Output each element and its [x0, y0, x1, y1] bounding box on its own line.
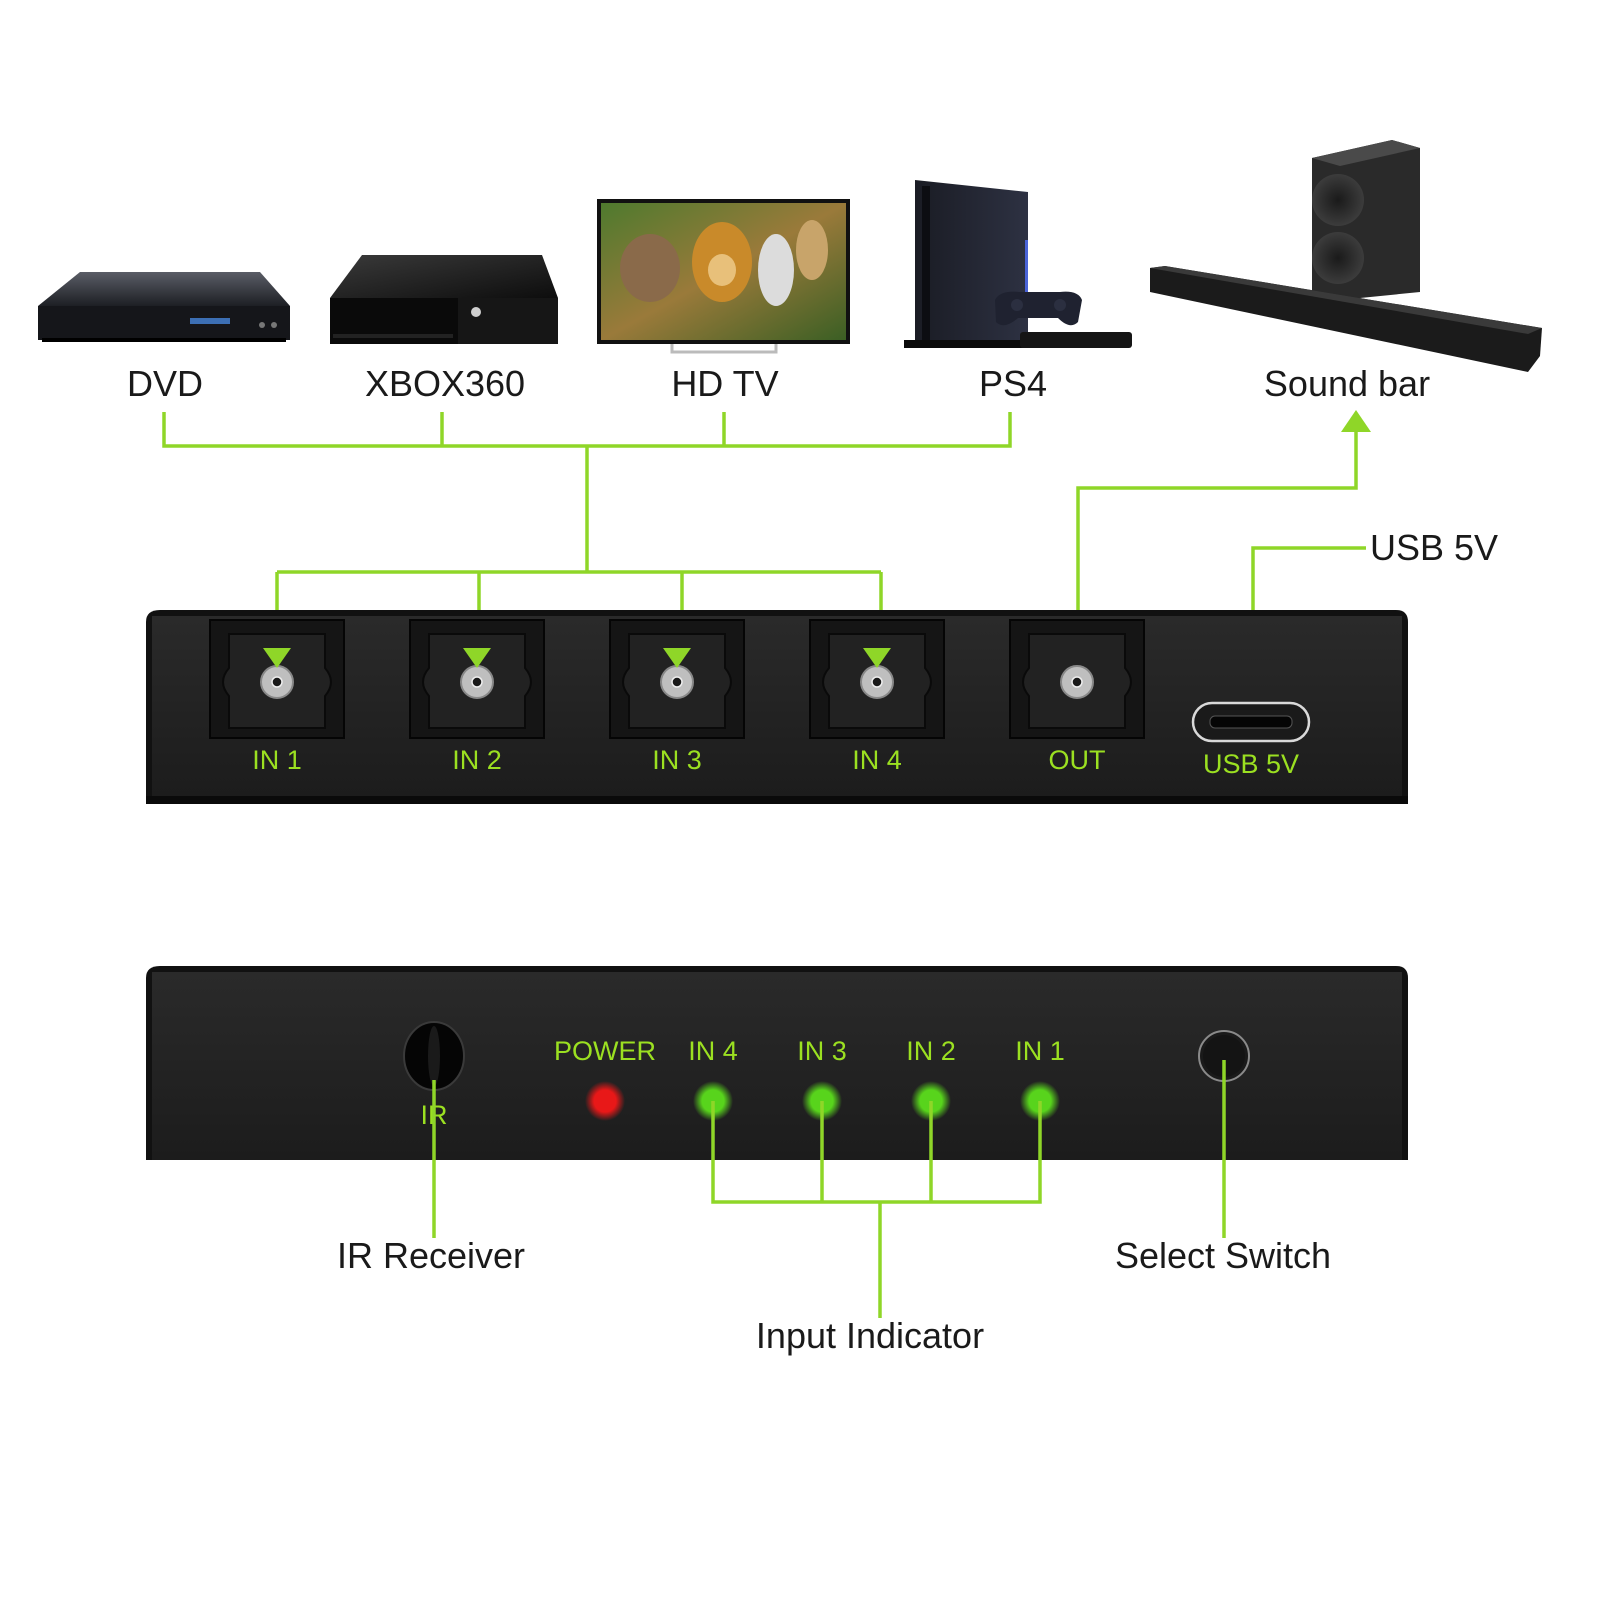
output-arrow-icon — [1341, 410, 1371, 432]
soundbar-icon — [1150, 140, 1542, 372]
device-label-sound-bar: Sound bar — [1264, 363, 1430, 404]
device-label-dvd: DVD — [127, 363, 203, 404]
device-label-xbox360: XBOX360 — [365, 363, 525, 404]
port-label: IN 4 — [852, 745, 902, 775]
optical-ports: IN 1 IN 2 IN 3 IN 4 OUT — [209, 619, 1145, 775]
usb-port[interactable] — [1191, 701, 1311, 743]
input-arrow-icon — [263, 648, 291, 668]
front-panel — [146, 966, 1408, 1160]
select-switch-callout: Select Switch — [1115, 1235, 1331, 1276]
input-arrow-icon — [863, 648, 891, 668]
dvd-player-icon — [38, 272, 290, 342]
input-arrow-icon — [663, 648, 691, 668]
power-label: POWER — [554, 1036, 656, 1066]
input-indicator-callout: Input Indicator — [756, 1315, 984, 1356]
indicator-label: IN 2 — [906, 1036, 956, 1066]
input-indicators: IN 4 IN 3 IN 2 IN 1 — [688, 1036, 1065, 1121]
input-arrow-icon — [463, 648, 491, 668]
port-label: IN 3 — [652, 745, 702, 775]
indicator-label: IN 4 — [688, 1036, 738, 1066]
port-label: IN 2 — [452, 745, 502, 775]
port-label: OUT — [1049, 745, 1106, 775]
television-icon — [597, 199, 850, 354]
ir-receiver — [403, 1021, 465, 1091]
power-led — [585, 1081, 625, 1121]
front-callout-wiring — [432, 1060, 1226, 1318]
ir-receiver-callout: IR Receiver — [337, 1235, 525, 1276]
optical-port-in-4[interactable] — [809, 619, 945, 739]
optical-port-out[interactable] — [1009, 619, 1145, 739]
output-wiring — [1076, 410, 1371, 670]
game-console-icon — [904, 180, 1132, 348]
port-label: IN 1 — [252, 745, 302, 775]
optical-port-in-2[interactable] — [409, 619, 545, 739]
game-console-icon — [330, 255, 558, 344]
indicator-label: IN 1 — [1015, 1036, 1065, 1066]
device-label-ps4: PS4 — [979, 363, 1047, 404]
usb-5v-callout: USB 5V — [1370, 527, 1498, 568]
usb-port-label: USB 5V — [1203, 749, 1299, 779]
optical-port-in-3[interactable] — [609, 619, 745, 739]
indicator-label: IN 3 — [797, 1036, 847, 1066]
device-label-hd-tv: HD TV — [671, 363, 778, 404]
optical-port-in-1[interactable] — [209, 619, 345, 739]
